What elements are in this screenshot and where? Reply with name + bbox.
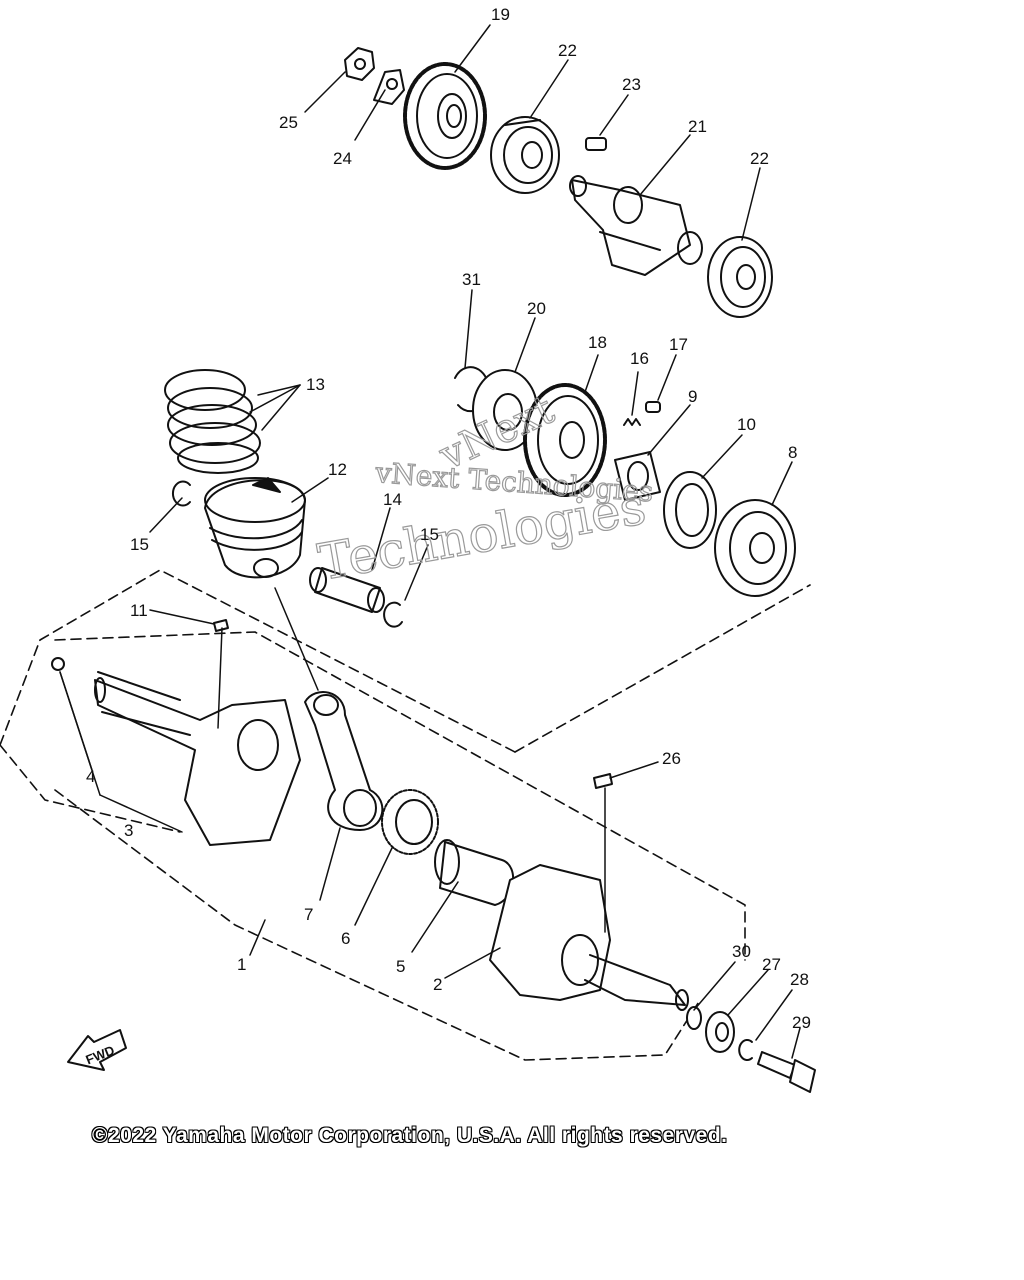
oil-seal-10 xyxy=(663,471,717,549)
crankshaft-assembly-outline xyxy=(0,569,811,1061)
callout-22-top: 22 xyxy=(558,41,577,60)
piston-rings-13 xyxy=(164,369,261,474)
callout-11: 11 xyxy=(130,601,148,620)
bearing-22-top xyxy=(490,116,560,194)
callout-7: 7 xyxy=(304,905,313,924)
callout-5: 5 xyxy=(396,957,405,976)
circlip-15-left xyxy=(171,480,191,507)
needle-bearing-6 xyxy=(381,789,439,855)
callout-26: 26 xyxy=(662,749,681,768)
balancer-shaft-21 xyxy=(569,175,703,276)
crank-left-3 xyxy=(94,671,301,846)
leader-lines xyxy=(59,24,801,1059)
callout-14: 14 xyxy=(383,490,402,509)
connecting-rod-7 xyxy=(304,691,384,831)
callout-29: 29 xyxy=(792,1013,811,1032)
key-23 xyxy=(585,137,607,151)
fwd-arrow-icon xyxy=(67,1029,127,1071)
callout-27: 27 xyxy=(762,955,781,974)
callouts: 19 22 23 21 22 25 24 31 20 18 16 17 9 10… xyxy=(86,5,811,1032)
circlip-15-right xyxy=(383,601,403,628)
piston-pin-14 xyxy=(309,567,385,613)
callout-23: 23 xyxy=(622,75,641,94)
callout-22-right: 22 xyxy=(750,149,769,168)
plug-4 xyxy=(51,657,65,671)
copyright-notice: ©2022 Yamaha Motor Corporation, U.S.A. A… xyxy=(92,1124,728,1147)
callout-15-left: 15 xyxy=(130,535,149,554)
callout-16: 16 xyxy=(630,349,649,368)
callout-24: 24 xyxy=(333,149,352,168)
o-ring-30 xyxy=(686,1006,702,1030)
crank-right-2 xyxy=(489,864,689,1011)
callout-30: 30 xyxy=(732,942,751,961)
callout-1: 1 xyxy=(237,955,246,974)
callout-12: 12 xyxy=(328,460,347,479)
pin-17 xyxy=(645,401,661,413)
callout-8: 8 xyxy=(788,443,797,462)
lock-washer-24 xyxy=(373,69,405,105)
key-11 xyxy=(213,619,229,632)
callout-31: 31 xyxy=(462,270,481,289)
collar-9 xyxy=(614,451,661,501)
callout-4: 4 xyxy=(86,767,95,786)
washer-27 xyxy=(705,1011,735,1053)
callout-6: 6 xyxy=(341,929,350,948)
callout-13: 13 xyxy=(306,375,325,394)
exploded-parts-diagram: FWD vNext Technologies Technologies vNex… xyxy=(0,5,816,1093)
callout-10: 10 xyxy=(737,415,756,434)
callout-21: 21 xyxy=(688,117,707,136)
lock-washer-28 xyxy=(738,1039,753,1061)
drive-gear-18 xyxy=(523,383,607,497)
callout-25: 25 xyxy=(279,113,298,132)
callout-15-right: 15 xyxy=(420,525,439,544)
balancer-gear-20 xyxy=(403,62,487,170)
callout-20: 19 xyxy=(491,5,510,24)
bolt-29 xyxy=(757,1051,816,1093)
callout-17: 17 xyxy=(669,335,688,354)
spring-16 xyxy=(623,418,641,426)
piston-12 xyxy=(204,477,306,579)
callout-19: 20 xyxy=(527,299,546,318)
bearing-8 xyxy=(714,499,796,597)
key-26 xyxy=(593,773,613,789)
nut-25 xyxy=(344,47,375,81)
callout-18: 18 xyxy=(588,333,607,352)
callout-2: 2 xyxy=(433,975,442,994)
callout-28: 28 xyxy=(790,970,809,989)
bearing-22-right xyxy=(707,236,773,318)
callout-3: 3 xyxy=(124,821,133,840)
callout-9: 9 xyxy=(688,387,697,406)
crank-pin-5 xyxy=(434,839,515,906)
